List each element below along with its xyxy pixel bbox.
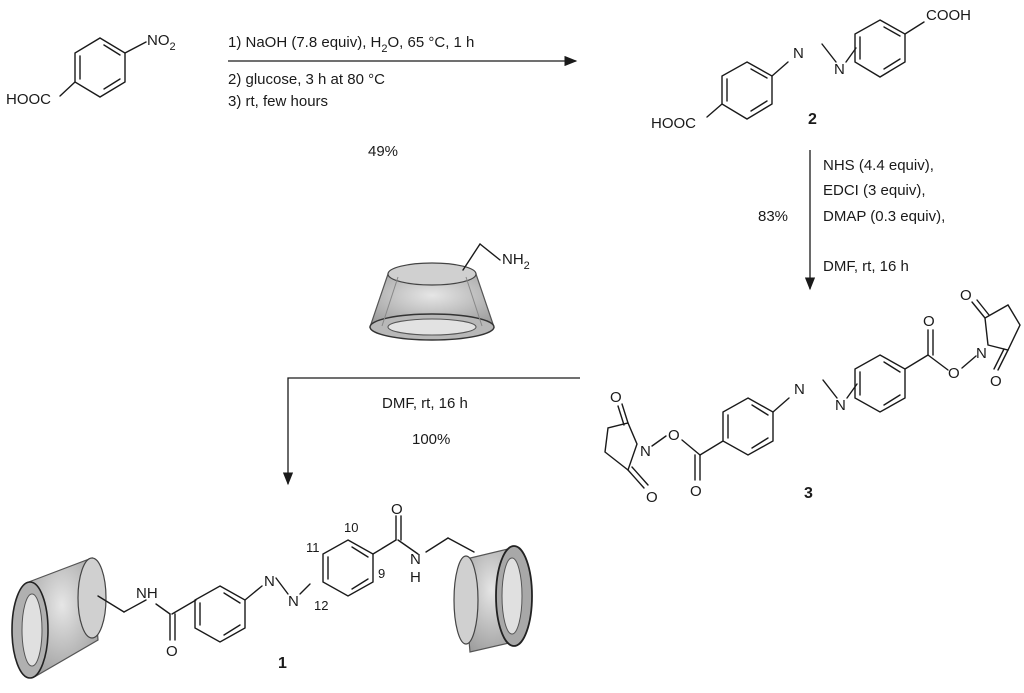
step2-condition-3: DMAP (0.3 equiv), <box>823 208 945 225</box>
compound-1-structure: NH O N N 11 10 9 12 O N H <box>11 501 533 679</box>
compound1-n-right: N <box>410 551 421 568</box>
step2-condition-1: NHS (4.4 equiv), <box>823 157 934 174</box>
step3-yield: 100% <box>412 431 450 448</box>
atom-label-11: 11 <box>306 540 320 555</box>
compound2-n2: N <box>834 61 845 78</box>
compound-2-label: 2 <box>808 111 817 128</box>
step2-condition-2: EDCI (3 equiv), <box>823 182 926 199</box>
compound-1-label: 1 <box>278 655 287 672</box>
compound3-ester-o-right: O <box>923 313 935 330</box>
compound3-carbonyl-o4: O <box>646 489 658 506</box>
step2-condition-4: DMF, rt, 16 h <box>823 258 909 275</box>
step2-yield: 83% <box>758 208 788 225</box>
compound1-h-right: H <box>410 569 421 586</box>
compound3-carbonyl-o1: O <box>960 287 972 304</box>
compound2-acid-bottom: HOOC <box>651 115 696 132</box>
compound2-n1: N <box>793 45 804 62</box>
compound-3-structure: N N O O N O O O O N <box>604 287 1021 506</box>
compound1-n2: N <box>288 593 299 610</box>
compound3-carbonyl-o2: O <box>990 373 1002 390</box>
step1-yield: 49% <box>368 143 398 160</box>
compound-3-label: 3 <box>804 485 813 502</box>
step1-condition-3: 3) rt, few hours <box>228 93 328 110</box>
compound3-o-right: O <box>948 365 960 382</box>
compound1-o-right: O <box>391 501 403 518</box>
cd-amine-label: NH2 <box>502 251 530 272</box>
step1-condition-2: 2) glucose, 3 h at 80 °C <box>228 71 385 88</box>
compound3-carbonyl-o3: O <box>610 389 622 406</box>
compound3-n-left: N <box>640 443 651 460</box>
compound3-n2: N <box>835 397 846 414</box>
right-cyclodextrin <box>453 545 533 653</box>
acid-label: HOOC <box>6 91 51 108</box>
compound3-n-right: N <box>976 345 987 362</box>
compound1-n1: N <box>264 573 275 590</box>
compound2-acid-top: COOH <box>926 7 971 24</box>
compound3-o-left: O <box>668 427 680 444</box>
atom-label-12: 12 <box>314 598 328 613</box>
atom-label-9: 9 <box>378 566 385 581</box>
left-cyclodextrin <box>11 557 107 679</box>
step3-arrow <box>282 377 580 486</box>
compound-2-structure: N N COOH HOOC <box>651 7 971 132</box>
step1-condition-1: 1) NaOH (7.8 equiv), H2O, 65 °C, 1 h <box>228 34 474 55</box>
nitro-label: NO2 <box>147 32 176 53</box>
starting-material-nitrobenzoic-acid: NO2 HOOC <box>6 32 176 108</box>
compound3-n1: N <box>794 381 805 398</box>
step3-condition-1: DMF, rt, 16 h <box>382 395 468 412</box>
atom-label-10: 10 <box>344 520 358 535</box>
amino-cyclodextrin: NH2 <box>369 243 530 341</box>
compound3-ester-o-left: O <box>690 483 702 500</box>
compound1-o-left: O <box>166 643 178 660</box>
compound1-nh-left: NH <box>136 585 158 602</box>
